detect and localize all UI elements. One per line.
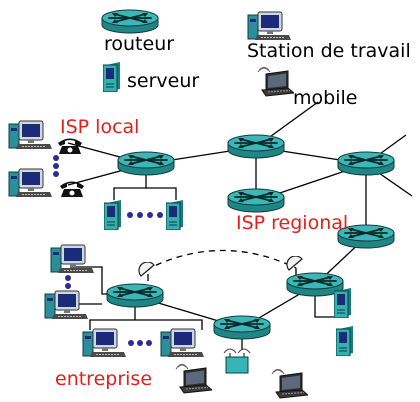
region-enterprise-label: entreprise bbox=[55, 368, 153, 390]
legend-laptop-icon bbox=[257, 67, 294, 97]
core-router-center-icon bbox=[227, 134, 285, 159]
legend-router-icon bbox=[101, 9, 159, 34]
legend-router-label: routeur bbox=[104, 33, 175, 55]
enterprise-antenna-right-icon bbox=[286, 256, 303, 276]
local-isp-router-icon bbox=[117, 151, 175, 176]
enterprise-workstation-mid-icon bbox=[44, 290, 88, 320]
access-point-icon bbox=[223, 348, 251, 374]
enterprise-antenna-left-icon bbox=[138, 262, 155, 282]
region-regional-isp-label: ISP regional bbox=[236, 212, 349, 234]
regional-router-left-icon bbox=[227, 188, 285, 213]
link-router-server1 bbox=[113, 172, 147, 200]
legend-workstation-icon bbox=[247, 11, 291, 41]
legend-workstation-label: Station de travail bbox=[247, 40, 411, 62]
enterprise-router-left-icon bbox=[106, 283, 164, 308]
enterprise-workstation-top-icon bbox=[50, 244, 94, 274]
core-router-right-icon bbox=[337, 151, 395, 176]
local-ellipsis-horizontal bbox=[127, 212, 163, 218]
region-local-isp-label: ISP local bbox=[60, 116, 140, 138]
link-router-server2 bbox=[146, 187, 177, 200]
legend-mobile-label: mobile bbox=[293, 87, 358, 109]
link-ent-ws-bus bbox=[89, 319, 203, 330]
link-router-server3 bbox=[314, 293, 340, 318]
enterprise-workstation-right-icon bbox=[160, 328, 204, 358]
enterprise-server-bottom-icon bbox=[336, 326, 354, 356]
enterprise-ellipsis-vertical bbox=[65, 275, 71, 289]
legend-server-icon bbox=[103, 62, 121, 92]
local-ellipsis-vertical bbox=[53, 155, 59, 177]
local-workstation-top-icon bbox=[8, 120, 52, 150]
mobile-laptop-right-icon bbox=[271, 369, 308, 399]
enterprise-ellipsis-horizontal bbox=[128, 340, 152, 346]
local-server-right-icon bbox=[166, 200, 184, 230]
enterprise-router-bottom-icon bbox=[213, 315, 271, 340]
wireless-link bbox=[145, 249, 297, 271]
local-workstation-bottom-icon bbox=[8, 168, 52, 198]
enterprise-workstation-left-icon bbox=[82, 328, 126, 358]
mobile-laptop-left-icon bbox=[175, 364, 212, 394]
enterprise-server-top-icon bbox=[334, 288, 352, 318]
local-server-left-icon bbox=[104, 200, 122, 230]
legend-server-label: serveur bbox=[127, 70, 200, 92]
